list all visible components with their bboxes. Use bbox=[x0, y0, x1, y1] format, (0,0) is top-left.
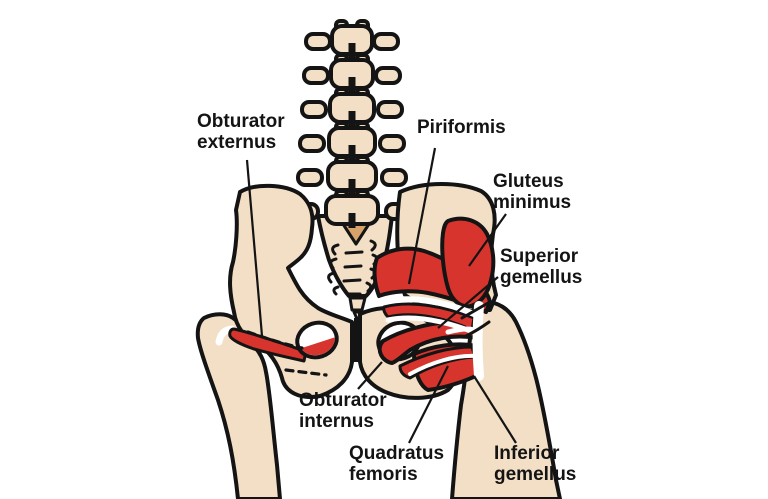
pubic-symphysis-line bbox=[354, 318, 360, 362]
label-quadratus-femoris: Quadratus femoris bbox=[349, 443, 445, 485]
leader-obturator-internus bbox=[357, 361, 383, 390]
label-superior-gemellus: Superior gemellus bbox=[500, 246, 583, 288]
leader-inferior-gemellus bbox=[473, 375, 517, 444]
label-obturator-externus: Obturator externus bbox=[197, 111, 285, 153]
leader-quadratus-femoris bbox=[408, 365, 449, 444]
leader-superior-gemellus bbox=[437, 276, 499, 329]
trochanter-gap-highlight bbox=[472, 301, 484, 381]
leader-piriformis bbox=[407, 147, 437, 285]
coccyx-segment bbox=[348, 296, 367, 312]
lumbar-spine bbox=[292, 19, 412, 228]
label-gluteus-minimus: Gluteus minimus bbox=[493, 171, 572, 213]
leader-gluteus-minimus bbox=[468, 213, 507, 267]
label-piriformis: Piriformis bbox=[417, 117, 506, 138]
left-hip-bone bbox=[228, 183, 354, 399]
label-obturator-internus: Obturator internus bbox=[299, 390, 387, 432]
label-inferior-gemellus: Inferior gemellus bbox=[494, 443, 577, 485]
leader-obturator-externus bbox=[245, 159, 264, 337]
muscle-gluteus-minimus bbox=[440, 216, 496, 309]
deep-rotator-muscles bbox=[372, 216, 496, 392]
muscle-superior-gemellus bbox=[382, 302, 476, 332]
leader-lines bbox=[245, 147, 517, 444]
